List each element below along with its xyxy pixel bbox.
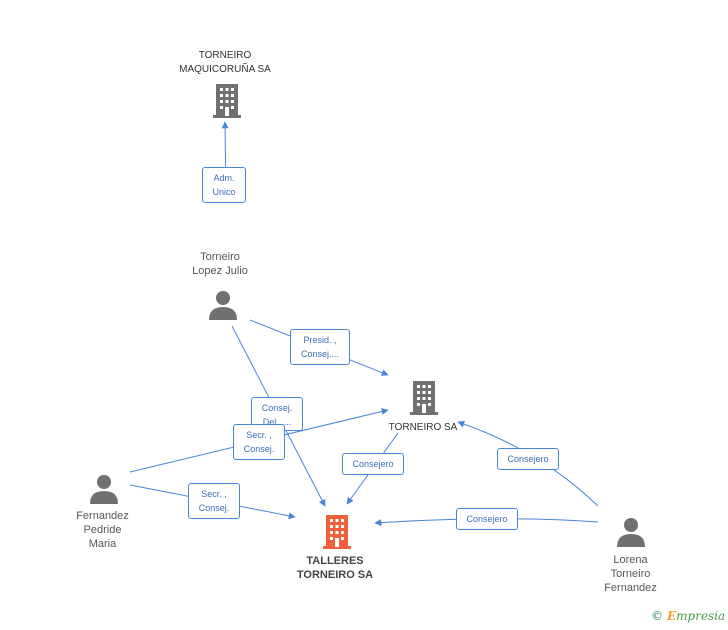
edge-label-adm-unico[interactable]: Adm. Unico: [202, 167, 246, 203]
building-icon-maquicoruna[interactable]: [211, 84, 243, 118]
edge-label-consejero-3[interactable]: Consejero: [456, 508, 518, 530]
edge-label-presid-consej[interactable]: Presid. , Consej....: [290, 329, 350, 365]
node-label-lorena[interactable]: Lorena Torneiro Fernandez: [604, 554, 657, 594]
copyright-icon: ©: [651, 609, 663, 623]
edge-label-consejero-2[interactable]: Consejero: [497, 448, 559, 470]
node-label-talleres[interactable]: TALLERES TORNEIRO SA: [296, 555, 374, 581]
building-icon-talleres[interactable]: [321, 515, 353, 549]
empresia-logo: © Empresia: [651, 609, 725, 623]
edge-label-secr-consej-1[interactable]: Secr. , Consej.: [233, 424, 285, 460]
edge-label-consejero-1[interactable]: Consejero: [342, 453, 404, 475]
brand-initial: E: [667, 609, 677, 623]
person-icon-lorena[interactable]: [616, 517, 646, 547]
node-label-maquicoruna[interactable]: TORNEIRO MAQUICORUÑA SA: [179, 50, 271, 75]
node-label-julio[interactable]: Torneiro Lopez Julio: [192, 251, 248, 277]
edge-label-secr-consej-2[interactable]: Secr. , Consej.: [188, 483, 240, 519]
node-label-torneiro-sa[interactable]: TORNEIRO SA: [388, 422, 458, 433]
person-icon-maria[interactable]: [89, 474, 119, 504]
building-icon-torneiro-sa[interactable]: [408, 381, 440, 415]
brand-name: mpresia: [676, 609, 726, 623]
person-icon-julio[interactable]: [208, 290, 238, 320]
node-label-maria[interactable]: Fernandez Pedride Maria: [76, 510, 129, 550]
